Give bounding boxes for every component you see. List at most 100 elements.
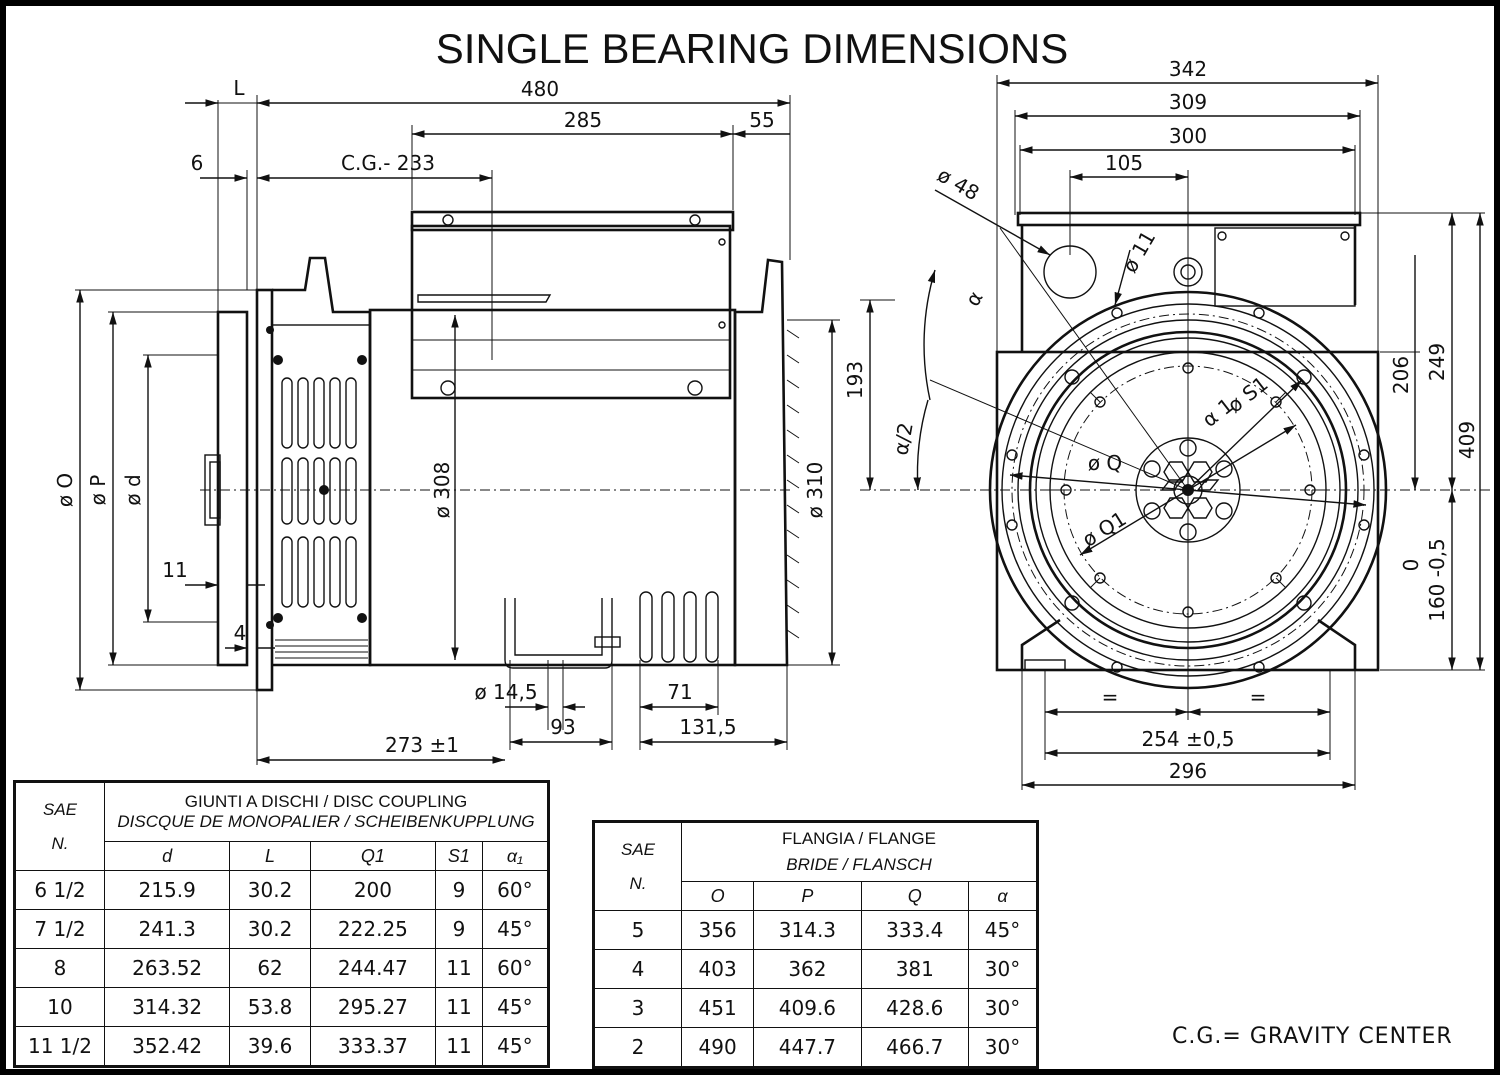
flange-cell: 409.6 (753, 988, 862, 1028)
flange-n-label: N. (629, 873, 647, 893)
disc-cell: 45° (481, 1026, 550, 1067)
flange-cell: 5 (593, 910, 682, 950)
disc-cell: 39.6 (229, 1026, 311, 1067)
disc-heading-cell: GIUNTI A DISCHI / DISC COUPLING DISCQUE … (104, 781, 549, 842)
dim-14-5: ø 14,5 (474, 680, 537, 704)
disc-cell: 295.27 (309, 987, 437, 1027)
dim-285: 285 (564, 108, 602, 132)
dim-300: 300 (1169, 124, 1207, 148)
dim-55: 55 (749, 108, 774, 132)
disc-sae-label: SAE (42, 799, 78, 819)
disc-coupling-table: SAE N. GIUNTI A DISCHI / DISC COUPLING D… (13, 780, 550, 1068)
flange-col-q: Q (860, 881, 969, 911)
flange-heading-2: BRIDE / FLANSCH (786, 855, 932, 874)
dim-480: 480 (521, 77, 559, 101)
disc-col-s1: S1 (435, 841, 483, 871)
dim-249: 249 (1425, 343, 1449, 381)
flange-cell: 3 (593, 988, 682, 1028)
dim-4: 4 (234, 621, 247, 645)
flange-cell: 30° (967, 949, 1039, 989)
table-row: 11 1/2 352.42 39.6 333.37 11 45° (14, 1026, 550, 1067)
disc-cell: 11 (435, 948, 483, 988)
flange-cell: 362 (753, 949, 862, 989)
disc-cell: 314.32 (103, 987, 231, 1027)
disc-cell: 60° (481, 948, 550, 988)
disc-cell: 10 (14, 987, 105, 1027)
flange-col-p: P (753, 881, 862, 911)
disc-col-q1: Q1 (309, 841, 437, 871)
dim-93: 93 (550, 715, 575, 739)
dim-6: 6 (191, 151, 204, 175)
flange-sae-label: SAE (620, 839, 656, 859)
disc-cell: 241.3 (103, 909, 231, 949)
flange-cell: 4 (593, 949, 682, 989)
dim-131-5: 131,5 (679, 715, 736, 739)
disc-heading-1: GIUNTI A DISCHI / DISC COUPLING (184, 792, 468, 811)
disc-col-l: L (229, 841, 311, 871)
dim-206: 206 (1389, 356, 1413, 394)
dim-308: ø 308 (430, 462, 454, 519)
flange-cell: 30° (967, 1027, 1039, 1068)
disc-cell: 222.25 (309, 909, 437, 949)
dim-310: ø 310 (803, 462, 827, 519)
disc-cell: 6 1/2 (14, 870, 105, 910)
disc-cell: 8 (14, 948, 105, 988)
disc-cell: 53.8 (229, 987, 311, 1027)
table-row: 2 490 447.7 466.7 30° (593, 1027, 1039, 1068)
flange-cell: 428.6 (860, 988, 969, 1028)
disc-cell: 62 (229, 948, 311, 988)
disc-cell: 30.2 (229, 870, 311, 910)
disc-cell: 9 (435, 870, 483, 910)
disc-cell: 11 (435, 1026, 483, 1067)
dim-q: ø Q (1088, 451, 1122, 475)
disc-n-label: N. (51, 833, 69, 853)
dim-alpha-2: α/2 (888, 421, 917, 457)
flange-cell: 314.3 (753, 910, 862, 950)
flange-cell: 447.7 (753, 1027, 862, 1068)
dim-o: ø O (53, 473, 77, 507)
disc-cell: 200 (309, 870, 437, 910)
flange-heading-cell: FLANGIA / FLANGE BRIDE / FLANSCH (681, 821, 1038, 882)
dim-eq-right: = (1250, 685, 1267, 709)
dim-11-side: 11 (162, 558, 187, 582)
disc-col-alpha1: α₁ (481, 841, 550, 871)
dim-409: 409 (1455, 421, 1479, 459)
dim-cg: C.G.- 233 (341, 151, 435, 175)
disc-cell: 352.42 (103, 1026, 231, 1067)
disc-cell: 263.52 (103, 948, 231, 988)
dim-193: 193 (843, 361, 867, 399)
dim-254: 254 ±0,5 (1141, 727, 1234, 751)
disc-cell: 9 (435, 909, 483, 949)
disc-cell: 30.2 (229, 909, 311, 949)
flange-cell: 466.7 (860, 1027, 969, 1068)
side-view: L 480 285 55 6 C.G.- 233 ø O ø P ø d 11 … (53, 76, 840, 765)
flange-cell: 451 (680, 988, 755, 1028)
disc-cell: 7 1/2 (14, 909, 105, 949)
disc-sae-header: SAE N. (14, 781, 105, 871)
table-row: 10 314.32 53.8 295.27 11 45° (14, 987, 550, 1027)
disc-cell: 11 (435, 987, 483, 1027)
flange-cell: 381 (860, 949, 969, 989)
flange-heading-1: FLANGIA / FLANGE (782, 829, 936, 848)
dim-d: ø d (121, 474, 145, 505)
table-row: 5 356 314.3 333.4 45° (593, 910, 1039, 950)
dim-342: 342 (1169, 57, 1207, 81)
disc-cell: 45° (481, 909, 550, 949)
dim-eq-left: = (1102, 685, 1119, 709)
disc-cell: 60° (481, 870, 550, 910)
flange-cell: 45° (967, 910, 1039, 950)
disc-cell: 215.9 (103, 870, 231, 910)
dim-296: 296 (1169, 759, 1207, 783)
flange-cell: 356 (680, 910, 755, 950)
table-row: 6 1/2 215.9 30.2 200 9 60° (14, 870, 550, 910)
dim-309: 309 (1169, 90, 1207, 114)
flange-col-o: O (680, 881, 755, 911)
disc-cell: 244.47 (309, 948, 437, 988)
gravity-center-note: C.G.= GRAVITY CENTER (1172, 1024, 1453, 1049)
flange-table: SAE N. FLANGIA / FLANGE BRIDE / FLANSCH … (592, 820, 1039, 1069)
dim-273: 273 ±1 (385, 733, 459, 757)
disc-cell: 45° (481, 987, 550, 1027)
disc-heading-2: DISCQUE DE MONOPALIER / SCHEIBENKUPPLUNG (117, 812, 535, 831)
table-row: 3 451 409.6 428.6 30° (593, 988, 1039, 1028)
